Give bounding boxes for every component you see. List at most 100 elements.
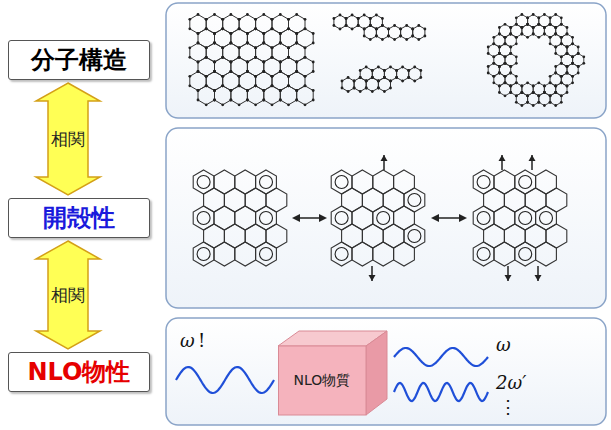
atom	[554, 33, 557, 36]
atom	[304, 27, 307, 30]
atom	[381, 24, 384, 27]
atom	[213, 42, 216, 45]
atom	[566, 33, 569, 36]
atom	[566, 52, 569, 55]
atom	[532, 91, 535, 94]
atom	[383, 90, 386, 93]
atom	[554, 91, 557, 94]
atom	[526, 16, 529, 19]
atom	[492, 36, 495, 39]
atom	[504, 81, 507, 84]
atom	[498, 72, 501, 75]
atom	[417, 24, 420, 27]
atom	[351, 14, 354, 17]
atom	[411, 35, 414, 38]
atom	[205, 84, 208, 87]
atom	[537, 81, 540, 84]
atom	[341, 87, 344, 90]
atom	[254, 75, 257, 78]
atom	[399, 35, 402, 38]
atom	[504, 55, 507, 58]
atom	[304, 84, 307, 87]
atom	[371, 90, 374, 93]
atom	[279, 13, 282, 16]
atom	[369, 24, 372, 27]
atom	[566, 46, 569, 49]
atom	[312, 70, 315, 73]
atom	[262, 70, 265, 73]
atom	[504, 75, 507, 78]
atom	[554, 85, 557, 88]
cube-front	[279, 346, 367, 415]
atom	[271, 75, 274, 78]
atom	[521, 91, 524, 94]
atom	[238, 84, 241, 87]
atom	[254, 18, 257, 21]
atom	[549, 42, 552, 45]
atom	[566, 33, 569, 36]
atom	[197, 32, 200, 35]
atom	[515, 16, 518, 19]
atom	[521, 26, 524, 29]
atom	[554, 72, 557, 75]
atom	[543, 91, 546, 94]
ring	[397, 67, 409, 81]
label-box: NLO物性	[8, 352, 150, 392]
atom	[254, 27, 257, 30]
cube-side	[366, 331, 387, 415]
ring	[499, 83, 510, 96]
atom	[543, 33, 546, 36]
ring	[247, 86, 263, 105]
atom	[487, 65, 490, 68]
atom	[213, 99, 216, 102]
atom	[515, 94, 518, 97]
atom	[532, 26, 535, 29]
atom	[213, 61, 216, 64]
atom	[407, 76, 410, 79]
atom	[393, 24, 396, 27]
atom	[238, 56, 241, 59]
atom	[526, 81, 529, 84]
atom	[279, 42, 282, 45]
atom	[279, 70, 282, 73]
atom	[509, 52, 512, 55]
atom	[213, 32, 216, 35]
atom	[221, 75, 224, 78]
atom	[221, 84, 224, 87]
atom	[230, 32, 233, 35]
ring	[231, 86, 248, 105]
correlation-arrow	[36, 83, 100, 195]
atom	[509, 65, 512, 68]
atom	[521, 91, 524, 94]
atom	[347, 90, 350, 93]
atom	[287, 56, 290, 59]
atom	[230, 13, 233, 16]
atom	[515, 75, 518, 78]
atom	[221, 27, 224, 30]
atom	[532, 26, 535, 29]
ring	[533, 24, 544, 37]
resonance-arrow	[436, 217, 462, 219]
atom	[487, 72, 490, 75]
atom	[213, 70, 216, 73]
atom	[413, 66, 416, 69]
atom	[287, 46, 290, 49]
atom	[333, 24, 336, 27]
atom	[254, 46, 257, 49]
atom	[262, 13, 265, 16]
ring	[342, 78, 354, 92]
atom	[238, 103, 241, 106]
atom	[560, 75, 563, 78]
atom	[399, 28, 402, 31]
sextet	[477, 176, 490, 189]
atom	[287, 103, 290, 106]
atom	[230, 70, 233, 73]
atom	[560, 81, 563, 84]
atom	[230, 89, 233, 92]
atom	[221, 27, 224, 30]
atom	[521, 26, 524, 29]
atom	[279, 89, 282, 92]
atom	[238, 18, 241, 21]
atom	[521, 13, 524, 16]
atom	[353, 80, 356, 83]
